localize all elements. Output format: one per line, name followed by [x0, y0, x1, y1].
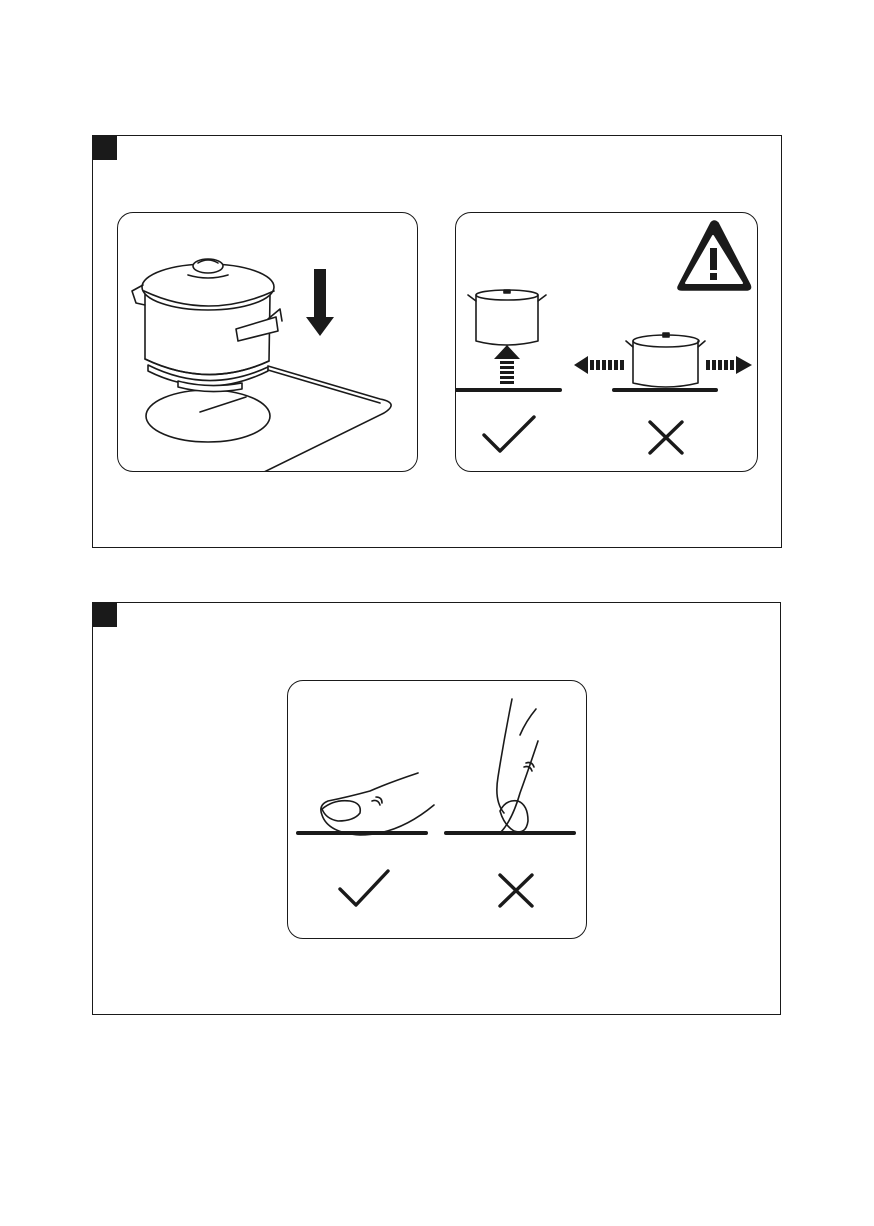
section-touch-controls [92, 602, 781, 1015]
check-icon [340, 871, 388, 905]
left-arrow-icon [574, 356, 624, 374]
flat-finger-icon [321, 773, 434, 835]
check-icon [484, 417, 534, 451]
cross-icon [500, 875, 532, 906]
section-pan-placement [92, 135, 782, 548]
pot-icon [626, 333, 705, 387]
hob-zone-icon [146, 390, 270, 442]
pot-icon [468, 290, 546, 345]
panel-finger-touch [287, 680, 587, 939]
up-arrow-icon [494, 345, 520, 384]
section-marker [93, 603, 117, 627]
right-arrow-icon [706, 356, 752, 374]
panel-place-pan [117, 212, 418, 472]
hob-surface-icon [258, 366, 391, 472]
down-arrow-icon [306, 269, 334, 336]
warning-icon [678, 221, 751, 290]
panel-lift-vs-slide [455, 212, 758, 472]
pot-icon [132, 259, 282, 392]
cross-icon [650, 422, 682, 453]
section-marker [93, 136, 117, 160]
fingertip-icon [497, 699, 538, 833]
